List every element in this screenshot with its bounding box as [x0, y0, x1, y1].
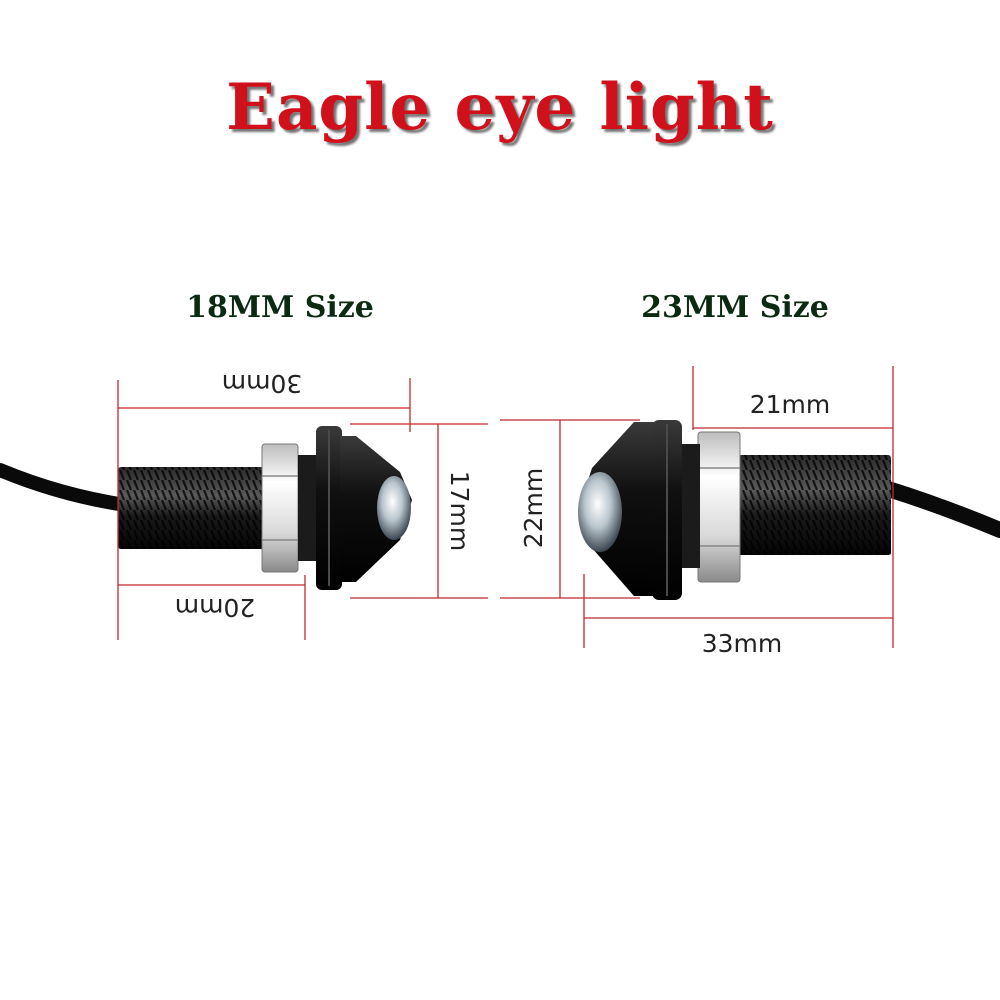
- cable-left: [0, 463, 132, 512]
- dim-17mm: 17mm: [445, 471, 474, 552]
- washer-left: [316, 426, 342, 590]
- label-23mm-size: 23MM Size: [641, 290, 829, 325]
- lens-right: [578, 472, 622, 552]
- dim-30mm: 30mm: [222, 369, 303, 398]
- lens-left: [377, 476, 411, 540]
- hex-nut-right: [697, 431, 741, 583]
- light-18mm: [0, 426, 412, 590]
- dim-33mm: 33mm: [702, 629, 783, 658]
- label-18mm-size: 18MM Size: [186, 290, 374, 325]
- light-23mm: [578, 420, 1000, 600]
- dim-21mm: 21mm: [750, 390, 831, 419]
- page-title: Eagle eye light: [226, 70, 774, 145]
- dim-20mm: 20mm: [175, 593, 256, 622]
- dim-22mm: 22mm: [519, 468, 548, 549]
- hex-nut-left: [261, 443, 299, 573]
- cable-right: [877, 480, 1000, 538]
- dimension-lines: [117, 366, 894, 648]
- washer-right: [652, 420, 682, 600]
- lamp-head-left: [340, 436, 412, 582]
